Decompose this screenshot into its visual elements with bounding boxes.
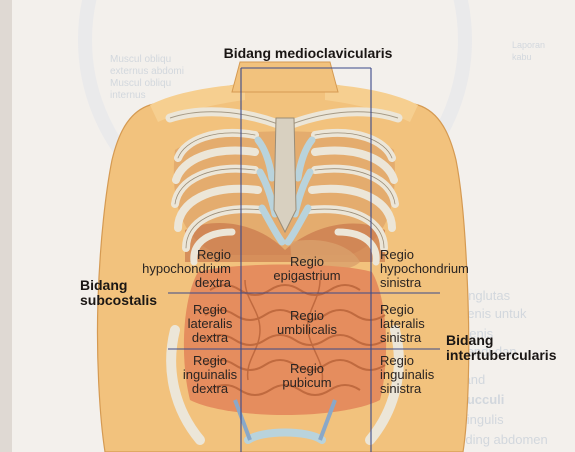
svg-text:Muscul obliqu: Muscul obliqu — [110, 78, 171, 89]
label-midclavicular-plane: Bidang medioclavicularis — [198, 46, 418, 61]
label-hypochondrium-dextra: Regio hypochondrium dextra — [105, 248, 231, 290]
label-lateralis-sinistra: Regio lateralis sinistra — [380, 303, 425, 345]
svg-text:kabu: kabu — [512, 52, 532, 62]
sternum — [274, 118, 296, 232]
svg-text:externus abdomi: externus abdomi — [110, 66, 184, 77]
label-hypochondrium-sinistra: Regio hypochondrium sinistra — [380, 248, 469, 290]
svg-text:penis untuk: penis untuk — [460, 306, 527, 321]
label-umbilicalis: Regio umbilicalis — [262, 309, 352, 337]
label-inguinalis-sinistra: Regio inguinalis sinistra — [380, 354, 434, 396]
label-pubicum: Regio pubicum — [262, 362, 352, 390]
label-intertubercular-plane: Bidang intertubercularis — [446, 333, 556, 363]
svg-text:Muscul obliqu: Muscul obliqu — [110, 54, 171, 65]
label-inguinalis-dextra: Regio inguinalis dextra — [178, 354, 242, 396]
svg-text:internus: internus — [110, 90, 146, 101]
svg-text:Laporan: Laporan — [512, 40, 545, 50]
label-epigastrium: Regio epigastrium — [262, 255, 352, 283]
label-lateralis-dextra: Regio lateralis dextra — [180, 303, 240, 345]
